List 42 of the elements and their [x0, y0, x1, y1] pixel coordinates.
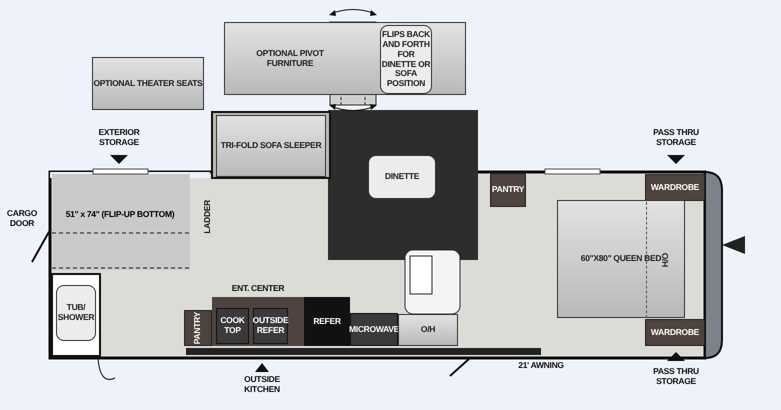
pantry-cabinet — [490, 173, 526, 207]
callout-label: OUTSIDE KITCHEN — [243, 375, 281, 395]
callout-label: PASS THRU STORAGE — [652, 367, 700, 387]
callout-label: EXTERIOR STORAGE — [97, 128, 141, 148]
furniture-label: OPTIONAL PIVOT FURNITURE — [255, 49, 325, 69]
furniture-label: OPTIONAL THEATER SEATS — [93, 78, 203, 88]
furniture-label: TRI-FOLD SOFA SLEEPER — [220, 141, 322, 151]
bathtub — [56, 285, 96, 341]
callout-label: PASS THRU STORAGE — [652, 128, 700, 148]
wardrobe — [645, 319, 705, 346]
furniture-label: MICROWAVE — [348, 324, 400, 334]
microwave — [350, 313, 398, 346]
overhead-cabinet — [398, 314, 458, 346]
furniture-label: TUB/ SHOWER — [57, 303, 95, 323]
sofa-sleeper — [216, 115, 326, 177]
callout-label: 21' AWNING — [517, 361, 565, 371]
furniture-label: REFER — [313, 316, 341, 326]
furniture-label: 60"X80" QUEEN BED — [580, 254, 662, 264]
furniture-label: COOK TOP — [219, 316, 246, 336]
callout-label: CARGO DOOR — [6, 209, 38, 229]
furniture-label: WARDROBE — [650, 328, 700, 338]
furniture-label: PANTRY — [193, 312, 203, 344]
furniture-label: 51" x 74" (FLIP-UP BOTTOM) — [66, 210, 174, 220]
pantry-cabinet — [184, 310, 212, 346]
cooktop — [216, 308, 249, 344]
outside-refrigerator — [253, 308, 288, 344]
furniture-label: PANTRY — [492, 185, 524, 195]
refrigerator — [304, 297, 350, 346]
furniture-label: H/O — [661, 252, 671, 268]
wardrobe — [645, 174, 705, 201]
furniture-label: FLIPS BACK AND FORTH FOR DINETTE OR SOFA POSITION — [381, 30, 431, 89]
ladder-label: LADDER — [203, 200, 213, 234]
furniture-label: ENT. CENTER — [232, 284, 284, 294]
furniture-label: WARDROBE — [650, 182, 700, 192]
bed — [557, 200, 685, 318]
theater-seats — [92, 57, 204, 110]
furniture-label: DINETTE — [384, 172, 420, 182]
furniture-label: O/H — [420, 325, 436, 335]
dinette-table — [368, 155, 436, 199]
furniture-label: OUTSIDE REFER — [252, 316, 288, 336]
pivot-sofa — [224, 22, 466, 95]
entertainment-center — [212, 284, 304, 346]
